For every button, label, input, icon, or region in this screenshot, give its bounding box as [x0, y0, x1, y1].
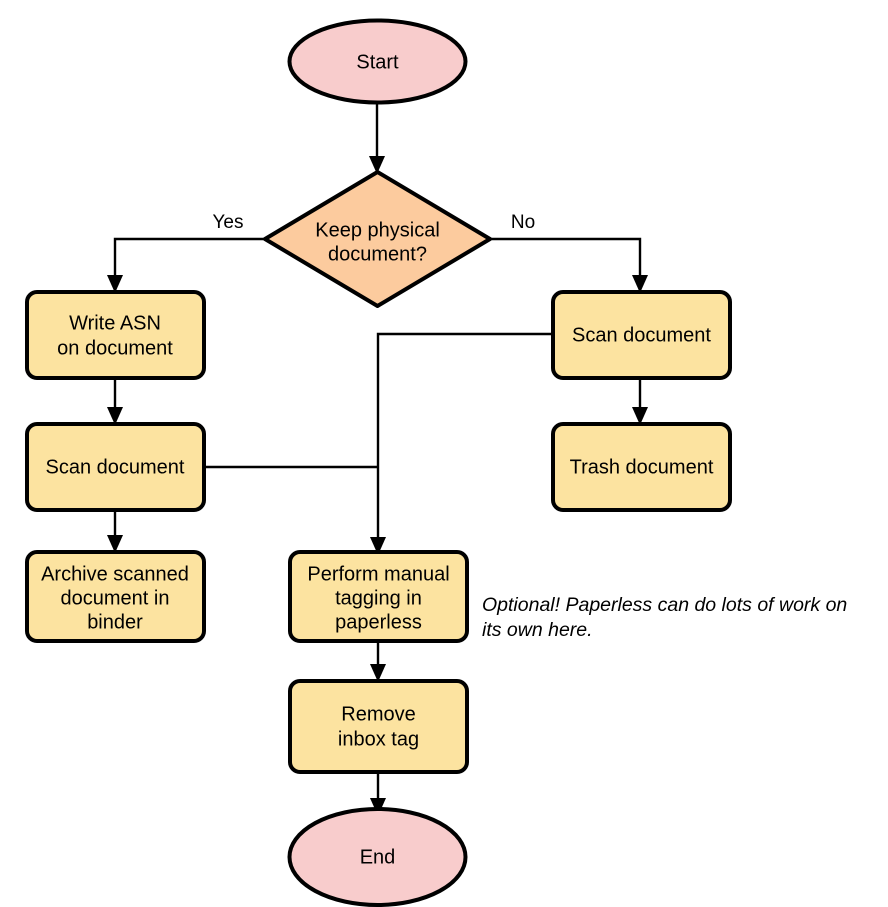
process-box[interactable] [25, 550, 206, 643]
edge-write-asn-to-scan-left [107, 378, 123, 425]
annotation-line1: Optional! Paperless can do lots of work … [482, 594, 847, 616]
node-scan-document-right[interactable]: Scan document [551, 290, 732, 380]
process-box[interactable] [288, 679, 469, 774]
edge-start-to-decision [369, 103, 385, 174]
node-label-write-asn-line2: on document [57, 337, 173, 359]
node-scan-document-left[interactable]: Scan document [25, 422, 206, 512]
edge-line [490, 237, 642, 283]
node-label-scan-left: Scan document [46, 456, 185, 478]
node-label-write-asn-line1: Write ASN [69, 312, 161, 334]
process-box[interactable] [25, 422, 206, 512]
process-box[interactable] [551, 290, 732, 380]
node-start[interactable]: Start [287, 18, 468, 105]
annotation-optional-note: Optional! Paperless can do lots of work … [482, 594, 847, 641]
node-trash-document[interactable]: Trash document [551, 422, 732, 512]
node-label-end: End [360, 846, 396, 868]
edge-label-no: No [511, 212, 535, 233]
node-label-remove-inbox-line1: Remove [341, 703, 415, 725]
edge-line [376, 332, 553, 545]
arrowhead-icon [370, 537, 386, 555]
process-box[interactable] [25, 290, 206, 380]
arrowhead-icon [369, 156, 385, 174]
node-label-archive-line2: document in [61, 587, 170, 609]
arrowhead-icon [370, 664, 386, 682]
edge-decision-to-write-asn: Yes [107, 212, 265, 293]
arrowhead-icon [632, 275, 648, 293]
node-label-tagging-line2: tagging in [335, 587, 422, 609]
end-ellipse[interactable] [287, 807, 468, 907]
arrowhead-icon [107, 407, 123, 425]
edge-decision-to-scan-right: No [490, 212, 648, 293]
node-end[interactable]: End [287, 807, 468, 907]
node-label-archive-line1: Archive scanned [41, 563, 189, 585]
edge-remove-inbox-to-end [370, 772, 386, 816]
arrowhead-icon [370, 798, 386, 816]
node-label-start: Start [356, 51, 399, 73]
edge-label-yes: Yes [213, 212, 244, 233]
process-box[interactable] [551, 422, 732, 512]
node-label-remove-inbox-line2: inbox tag [338, 728, 419, 750]
node-decision-keep-physical-document[interactable]: Keep physical document? [263, 170, 492, 308]
node-write-asn[interactable]: Write ASN on document [25, 290, 206, 380]
edge-scan-right-to-trash [632, 378, 648, 425]
annotation-line2: its own here. [482, 619, 593, 641]
edge-scan-left-to-archive [107, 510, 123, 553]
node-label-trash: Trash document [570, 456, 714, 478]
arrowhead-icon [107, 275, 123, 293]
node-perform-manual-tagging[interactable]: Perform manual tagging in paperless [288, 550, 469, 643]
start-ellipse[interactable] [287, 18, 468, 105]
edge-tagging-to-remove-inbox [370, 640, 386, 682]
node-remove-inbox-tag[interactable]: Remove inbox tag [288, 679, 469, 774]
decision-diamond[interactable] [263, 170, 492, 308]
node-archive-scanned-document[interactable]: Archive scanned document in binder [25, 550, 206, 643]
node-label-scan-right: Scan document [572, 324, 711, 346]
node-label-archive-line3: binder [87, 611, 143, 633]
arrowhead-icon [632, 407, 648, 425]
arrowhead-icon [107, 535, 123, 553]
edge-scan-right-to-tagging [370, 332, 553, 555]
node-label-tagging-line3: paperless [335, 611, 422, 633]
node-label-tagging-line1: Perform manual [307, 563, 449, 585]
edge-line [113, 237, 265, 283]
process-box[interactable] [288, 550, 469, 643]
node-label-decision-line1: Keep physical [315, 219, 440, 241]
node-label-decision-line2: document? [328, 243, 427, 265]
